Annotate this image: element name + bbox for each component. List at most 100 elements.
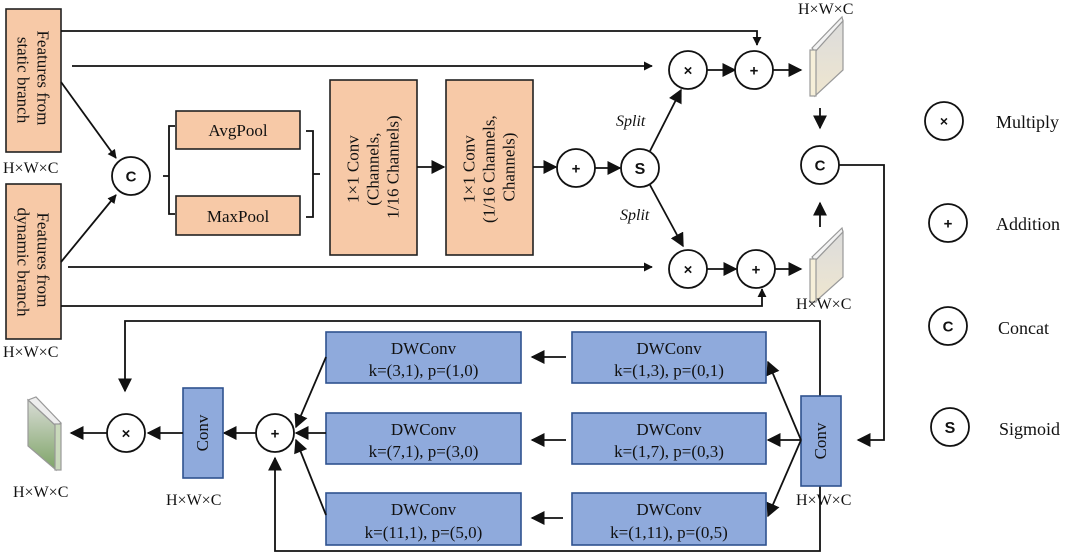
multiply-operator-top: × [668,50,708,90]
feature-map-top [809,15,844,98]
dynamic-branch-line1: Features from [34,212,53,307]
split-down-arrow [649,184,684,248]
addition-symbol: + [572,161,581,178]
avgpool-label: AvgPool [208,121,267,140]
dynamic-branch-line2: dynamic branch [14,207,33,317]
static-to-concat-arrow [60,81,117,159]
dwconv-params: k=(11,1), p=(5,0) [365,523,483,542]
conv-block-right: Conv [800,395,842,487]
feature-top-shape-label: H×W×C [798,1,853,18]
conv1x1-expand-block: 1×1 Conv (1/16 Channels, Channels) [445,79,534,256]
pool-merge-bracket [306,130,320,218]
conv-left-shape-label: H×W×C [166,492,221,509]
conv1x1-reduce-block: 1×1 Conv (Channels, 1/16 Channels) [329,79,418,256]
output-shape-label: H×W×C [13,484,68,501]
multiply-operator-lower: × [106,413,146,453]
dwconv-1x11-block: DWConv k=(1,11), p=(0,5) [571,492,767,546]
conv-to-multiply-skip [118,320,821,396]
concat-to-conv-line [839,164,885,447]
static-branch-block: Features from static branch [5,8,62,153]
legend-item-multiply: × Multiply [924,101,1059,141]
maxpool-block: MaxPool [175,195,301,236]
legend-item-addition: + Addition [928,203,1060,243]
legend: × Multiply + Addition C Concat S Sigmoid [924,101,1060,447]
dynamic-shape-label: H×W×C [3,344,58,361]
addition-operator-1: + [556,148,596,188]
dynamic-skip-connection [61,288,767,307]
conv-block-left: Conv [182,387,224,479]
conv2-line2: (1/16 Channels, [480,115,499,223]
sigmoid-operator: S [620,148,660,188]
split-label-bottom: Split [620,207,650,224]
maxpool-label: MaxPool [207,207,270,226]
legend-concat-icon: C [943,319,954,336]
addition-operator-top: + [734,50,774,90]
dwconv-title: DWConv [391,500,457,519]
feature-map-bottom [809,226,844,304]
split-up-arrow [649,88,682,152]
multiply-symbol: × [684,262,693,279]
static-branch-line1: Features from [34,30,53,125]
dwconv-3x1-to-add-arrow [294,356,327,429]
dwconv-params: k=(1,11), p=(0,5) [610,523,728,542]
sigmoid-symbol: S [635,161,646,178]
dynamic-to-concat-arrow [60,194,117,263]
pool-split-bracket [163,125,175,215]
dwconv-title: DWConv [391,339,457,358]
dwconv-11x1-to-add-arrow [294,438,327,516]
legend-item-sigmoid: S Sigmoid [930,407,1060,447]
conv1-line1: 1×1 Conv [344,135,363,203]
static-skip-connection [61,30,762,46]
conv-to-add-skip [268,456,821,552]
dwconv-7x1-block: DWConv k=(7,1), p=(3,0) [325,412,522,465]
dwconv-1x3-block: DWConv k=(1,3), p=(0,1) [571,331,767,384]
addition-operator-bottom: + [736,249,776,289]
legend-sigmoid-icon: S [945,420,956,437]
dwconv-1x7-block: DWConv k=(1,7), p=(0,3) [571,412,767,465]
svg-text:Features from static bra: Features from static branch [14,30,53,129]
concat-operator-1: C [111,156,151,196]
multiply-operator-bottom: × [668,249,708,289]
legend-multiply-label: Multiply [996,112,1059,132]
dwconv-params: k=(3,1), p=(1,0) [369,361,479,380]
legend-item-concat: C Concat [928,306,1049,346]
conv1-line3: 1/16 Channels) [384,115,403,218]
dwconv-11x1-block: DWConv k=(11,1), p=(5,0) [325,492,522,546]
static-branch-line2: static branch [14,37,33,124]
conv-to-dwconv-1x3-arrow [766,360,802,441]
conv1-line2: (Channels, [364,133,383,206]
multiply-symbol: × [684,63,693,80]
conv-to-dwconv-1x11-arrow [766,439,802,518]
avgpool-block: AvgPool [175,110,301,150]
legend-sigmoid-label: Sigmoid [999,419,1060,439]
conv-left-label: Conv [193,414,212,451]
feature-bottom-shape-label: H×W×C [796,296,851,313]
svg-text:1×1 Conv (Channels,: 1×1 Conv (Channels, 1/16 Channels) [344,115,403,218]
dwconv-title: DWConv [636,339,702,358]
concat-symbol: C [815,158,826,175]
conv2-line3: Channels) [500,133,519,202]
conv-right-shape-label: H×W×C [796,492,851,509]
addition-symbol: + [271,426,280,443]
conv-right-label: Conv [811,422,830,459]
split-label-top: Split [616,113,646,130]
conv2-line1: 1×1 Conv [460,135,479,203]
output-feature-map [26,396,62,472]
dwconv-params: k=(1,3), p=(0,1) [614,361,724,380]
dwconv-title: DWConv [391,420,457,439]
legend-addition-label: Addition [996,214,1060,234]
svg-text:1×1 Conv (1/16 Channels,: 1×1 Conv (1/16 Channels, Channels) [460,111,519,223]
legend-addition-icon: + [944,216,953,233]
dynamic-branch-block: Features from dynamic branch [5,183,62,340]
addition-symbol: + [752,262,761,279]
addition-operator-lower: + [255,413,295,453]
concat-symbol: C [126,169,137,186]
legend-concat-label: Concat [998,318,1049,338]
dwconv-params: k=(1,7), p=(0,3) [614,442,724,461]
dwconv-title: DWConv [636,420,702,439]
static-shape-label: H×W×C [3,160,58,177]
legend-multiply-icon: × [940,113,948,129]
dwconv-params: k=(7,1), p=(3,0) [369,442,479,461]
multiply-symbol: × [122,426,131,443]
